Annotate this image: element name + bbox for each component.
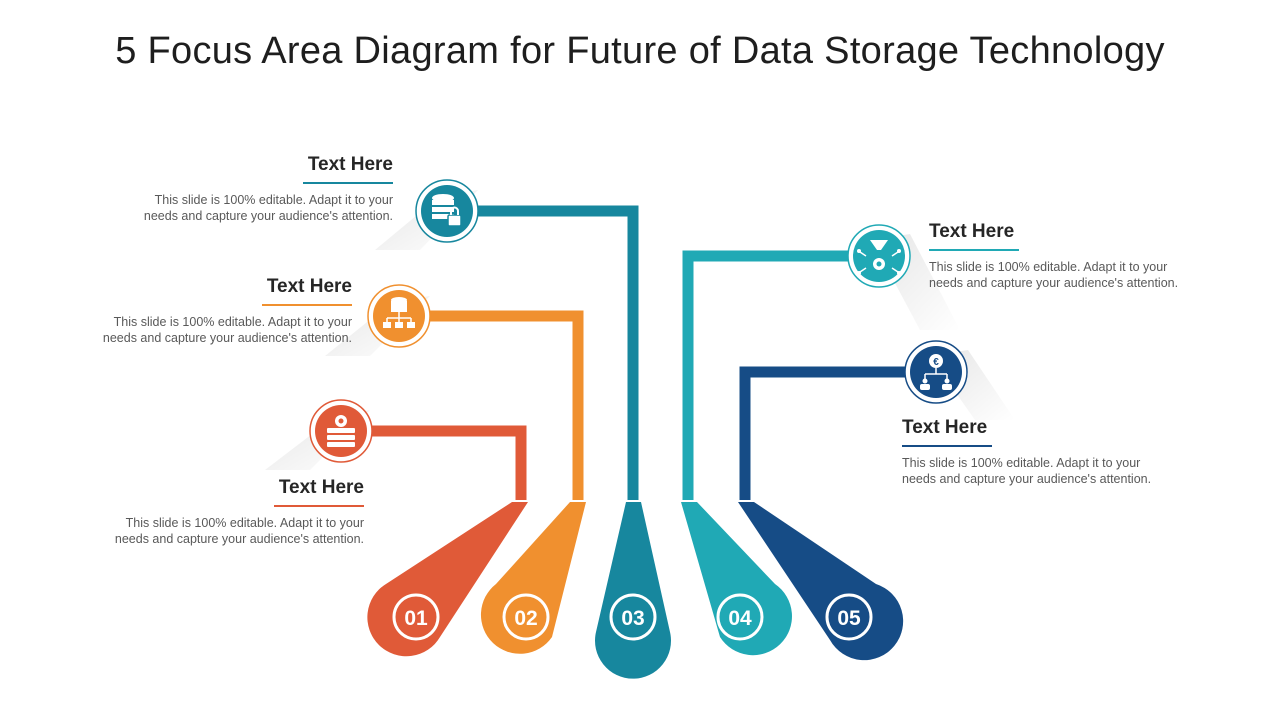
- heading-01: Text Here: [278, 477, 364, 498]
- teardrop-05: [738, 502, 904, 661]
- database-network-icon: [383, 297, 415, 328]
- description-03: This slide is 100% editable. Adapt it to…: [143, 193, 393, 223]
- funnel-gear-icon: [857, 240, 901, 275]
- svg-text:€: €: [933, 357, 939, 368]
- icon-circle-04: [853, 230, 905, 282]
- heading-underline-01: [274, 505, 364, 507]
- focus-area-03: 03: [375, 179, 671, 679]
- text-block-02: Text Here This slide is 100% editable. A…: [64, 275, 352, 346]
- number-label-05: 05: [837, 607, 861, 630]
- number-badge-02: [502, 593, 550, 641]
- teardrop-01: [367, 502, 528, 657]
- teardrop-02: [480, 502, 586, 654]
- number-badge-03: [609, 593, 657, 641]
- connector-line-01: [341, 425, 527, 500]
- number-badge-01: [392, 593, 440, 641]
- database-lock-icon: [432, 194, 462, 227]
- teardrop-04: [681, 502, 792, 656]
- heading-underline-05: [902, 445, 992, 447]
- text-block-01: Text Here This slide is 100% editable. A…: [76, 476, 364, 547]
- number-label-01: 01: [404, 607, 428, 630]
- focus-area-01: 01: [265, 399, 528, 657]
- text-block-03: Text Here This slide is 100% editable. A…: [105, 153, 393, 224]
- euro-hierarchy-icon: €: [920, 354, 952, 390]
- connector-line-03: [447, 205, 639, 500]
- page-title: 5 Focus Area Diagram for Future of Data …: [115, 30, 1165, 72]
- text-block-05: Text Here This slide is 100% editable. A…: [902, 416, 1192, 487]
- heading-03: Text Here: [307, 154, 393, 175]
- number-label-03: 03: [621, 607, 644, 630]
- focus-area-02: 02: [325, 284, 586, 654]
- number-label-02: 02: [514, 607, 537, 630]
- description-01: This slide is 100% editable. Adapt it to…: [114, 516, 364, 546]
- heading-04: Text Here: [929, 221, 1015, 242]
- description-02: This slide is 100% editable. Adapt it to…: [102, 315, 352, 345]
- heading-underline-03: [303, 182, 393, 184]
- connector-line-05: [739, 366, 936, 500]
- teardrop-03: [594, 502, 671, 679]
- focus-area-05: 05 €: [738, 340, 1015, 661]
- heading-underline-02: [262, 304, 352, 306]
- text-block-04: Text Here This slide is 100% editable. A…: [929, 220, 1219, 291]
- heading-02: Text Here: [266, 276, 352, 297]
- connector-line-04: [682, 250, 879, 500]
- connector-line-02: [399, 310, 584, 500]
- heading-underline-04: [929, 249, 1019, 251]
- server-gear-icon: [327, 415, 355, 447]
- heading-05: Text Here: [902, 417, 988, 438]
- number-badge-04: [716, 593, 764, 641]
- description-05: This slide is 100% editable. Adapt it to…: [902, 456, 1152, 486]
- description-04: This slide is 100% editable. Adapt it to…: [929, 260, 1179, 290]
- number-label-04: 04: [728, 607, 752, 630]
- number-badge-05: [825, 593, 873, 641]
- focus-area-04: 04: [681, 224, 960, 656]
